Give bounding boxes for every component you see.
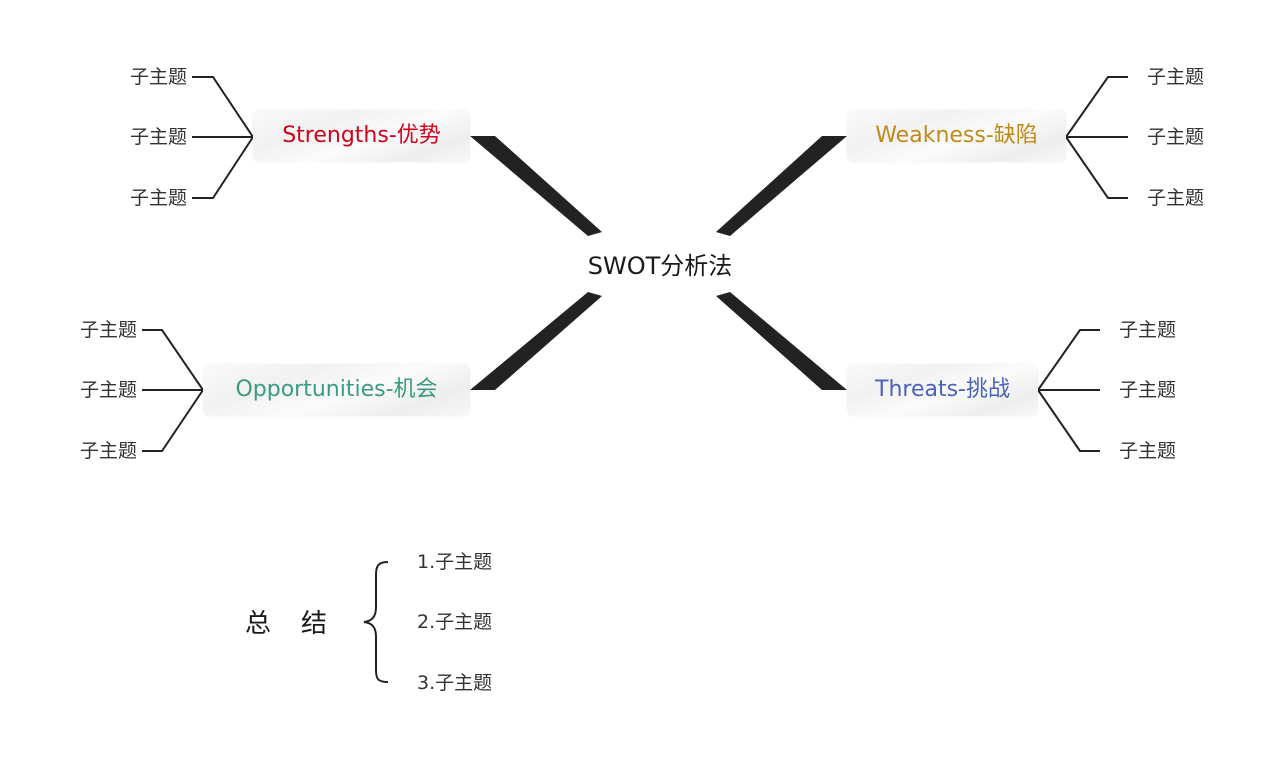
branch-weakness[interactable]: Weakness-缺陷 — [847, 110, 1066, 162]
branch-threats[interactable]: Threats-挑战 — [847, 364, 1038, 416]
summary-item-1[interactable]: 1.子主题 — [417, 551, 493, 573]
connector-opportunities — [470, 292, 602, 390]
subtopic-weakness-2[interactable]: 子主题 — [1147, 126, 1205, 148]
subtopic-strengths-3[interactable]: 子主题 — [129, 187, 187, 209]
sub-connector — [142, 389, 204, 452]
subtopic-opportunities-1[interactable]: 子主题 — [79, 319, 137, 341]
branch-opportunities[interactable]: Opportunities-机会 — [203, 364, 470, 416]
subtopic-threats-2[interactable]: 子主题 — [1119, 379, 1177, 401]
central-topic[interactable]: SWOT分析法 — [587, 252, 733, 280]
connector-weakness — [716, 136, 847, 236]
sub-connector — [192, 76, 254, 138]
summary-title[interactable]: 总结 — [245, 609, 358, 639]
subtopic-threats-1[interactable]: 子主题 — [1119, 319, 1177, 341]
connector-strengths — [470, 136, 602, 236]
sub-connector — [142, 329, 204, 391]
subtopic-threats-3[interactable]: 子主题 — [1119, 440, 1177, 462]
sub-connector — [1065, 76, 1128, 138]
sub-connector — [1037, 389, 1100, 452]
sub-connector — [192, 136, 254, 199]
subtopic-opportunities-3[interactable]: 子主题 — [79, 440, 137, 462]
connector-threats — [716, 292, 847, 390]
subtopic-strengths-2[interactable]: 子主题 — [129, 126, 187, 148]
summary-brace — [363, 561, 389, 683]
summary-item-3[interactable]: 3.子主题 — [417, 672, 493, 694]
subtopic-weakness-1[interactable]: 子主题 — [1147, 66, 1205, 88]
subtopic-opportunities-2[interactable]: 子主题 — [79, 379, 137, 401]
sub-connector — [1065, 136, 1128, 199]
subtopic-weakness-3[interactable]: 子主题 — [1147, 187, 1205, 209]
branch-strengths[interactable]: Strengths-优势 — [253, 110, 470, 162]
summary-item-2[interactable]: 2.子主题 — [417, 611, 493, 633]
sub-connector — [1037, 329, 1100, 391]
subtopic-strengths-1[interactable]: 子主题 — [129, 66, 187, 88]
